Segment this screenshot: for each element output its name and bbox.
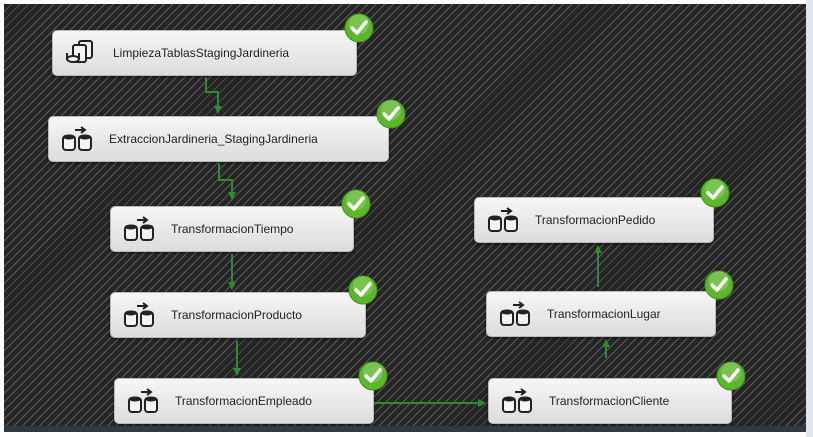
data-flow-icon <box>62 126 92 151</box>
success-check-icon <box>716 361 746 391</box>
task-producto[interactable]: TransformacionProducto <box>110 292 366 338</box>
task-label: TransformacionCliente <box>549 394 670 408</box>
success-check-icon <box>341 189 371 219</box>
task-label: TransformacionProducto <box>171 308 302 322</box>
data-flow-icon <box>128 388 158 413</box>
success-check-icon <box>704 270 734 300</box>
data-flow-icon <box>502 388 532 413</box>
success-check-icon <box>376 99 406 129</box>
task-label: TransformacionPedido <box>535 213 656 227</box>
precedence-constraints <box>205 77 610 407</box>
task-tiempo[interactable]: TransformacionTiempo <box>110 206 354 252</box>
task-limpieza[interactable]: LimpiezaTablasStagingJardineria <box>52 30 357 76</box>
task-label: ExtraccionJardineria_StagingJardineria <box>109 132 318 146</box>
data-flow-icon <box>488 207 518 232</box>
task-label: TransformacionLugar <box>547 307 661 321</box>
canvas-bottom-border <box>4 426 808 432</box>
task-label: TransformacionEmpleado <box>175 394 312 408</box>
task-label: TransformacionTiempo <box>171 222 294 236</box>
data-flow-icon <box>500 301 530 326</box>
task-empleado[interactable]: TransformacionEmpleado <box>114 378 374 424</box>
task-pedido[interactable]: TransformacionPedido <box>474 197 714 243</box>
success-check-icon <box>700 178 730 208</box>
success-check-icon <box>344 13 374 43</box>
data-flow-icon <box>124 302 154 327</box>
connector-extraccion-tiempo[interactable] <box>218 163 236 200</box>
data-flow-icon <box>124 216 154 241</box>
task-label: LimpiezaTablasStagingJardineria <box>113 46 290 60</box>
sql-task-icon <box>66 40 93 63</box>
window-right-edge <box>806 0 813 437</box>
control-flow-canvas[interactable]: LimpiezaTablasStagingJardineria Extracci… <box>4 4 806 426</box>
task-extraccion[interactable]: ExtraccionJardineria_StagingJardineria <box>48 116 389 162</box>
success-check-icon <box>358 361 388 391</box>
task-lugar[interactable]: TransformacionLugar <box>486 291 716 337</box>
connector-limpieza-extraccion[interactable] <box>205 77 222 114</box>
success-check-icon <box>348 275 378 305</box>
task-cliente[interactable]: TransformacionCliente <box>488 378 732 424</box>
